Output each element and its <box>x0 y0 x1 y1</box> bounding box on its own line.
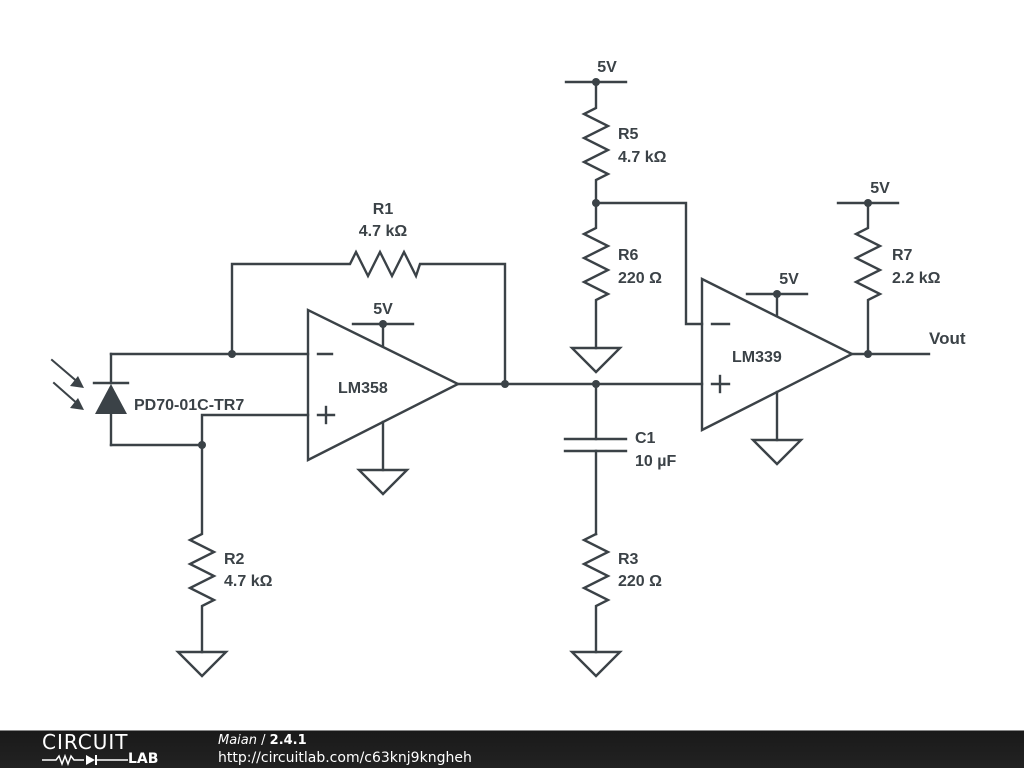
resistor-r7[interactable]: 5V R7 2.2 kΩ <box>836 180 941 356</box>
wire-noninv-lm358 <box>200 413 310 447</box>
r5-supply-label: 5V <box>597 59 617 76</box>
title-separator: / <box>257 733 270 748</box>
r1-name: R1 <box>373 201 394 218</box>
resistor-r2[interactable]: R2 4.7 kΩ <box>187 443 273 654</box>
resistor-r3[interactable]: R3 220 Ω <box>581 532 662 654</box>
c1-value: 10 µF <box>635 453 676 470</box>
r6-name: R6 <box>618 247 639 264</box>
r2-value: 4.7 kΩ <box>224 573 273 590</box>
circuit-url[interactable]: http://circuitlab.com/c63knj9kngheh <box>218 750 472 766</box>
r5-name: R5 <box>618 126 639 143</box>
c1-name: C1 <box>635 430 656 447</box>
footer-bar: CIRCUIT LAB Maian / 2.4.1 http://circuit… <box>0 730 1024 768</box>
ground-icon <box>175 650 229 678</box>
r3-value: 220 Ω <box>618 573 662 590</box>
r7-value: 2.2 kΩ <box>892 270 941 287</box>
noninverting-sign <box>316 405 336 425</box>
circuit-title: Maian / 2.4.1 <box>218 733 307 748</box>
ground-icon <box>569 346 623 374</box>
logo-text-bottom: LAB <box>128 751 159 767</box>
capacitor-c1[interactable]: C1 10 µF <box>563 382 676 536</box>
opamp-lm358[interactable]: LM358 5V <box>306 301 461 496</box>
r5-value: 4.7 kΩ <box>618 149 667 166</box>
supply-label: 5V <box>373 301 393 318</box>
ground-icon <box>356 468 410 496</box>
light-arrows-icon <box>50 358 84 410</box>
comparator-lm339[interactable]: LM339 5V <box>700 271 855 466</box>
r1-value: 4.7 kΩ <box>359 223 408 240</box>
photodiode-label: PD70-01C-TR7 <box>134 397 244 414</box>
r7-name: R7 <box>892 247 913 264</box>
circuitlab-logo[interactable]: CIRCUIT LAB <box>42 732 178 768</box>
junction-dot <box>501 380 509 388</box>
vout-label: Vout <box>929 329 966 348</box>
r7-supply-label: 5V <box>870 180 890 197</box>
r3-name: R3 <box>618 551 639 568</box>
resistor-r5[interactable]: 5V R5 4.7 kΩ <box>564 59 667 205</box>
r2-name: R2 <box>224 551 245 568</box>
resistor-r1[interactable]: R1 4.7 kΩ <box>230 201 507 386</box>
supply-label: 5V <box>779 271 799 288</box>
lm339-label: LM339 <box>732 349 782 366</box>
logo-text-top: CIRCUIT <box>42 730 129 754</box>
noninverting-sign <box>710 374 731 394</box>
lm358-label: LM358 <box>338 380 388 397</box>
circuit-version: 2.4.1 <box>269 733 307 748</box>
wire-divider-inverting <box>594 201 704 326</box>
r6-value: 220 Ω <box>618 270 662 287</box>
resistor-r6[interactable]: R6 220 Ω <box>581 201 662 350</box>
junction-dot <box>864 350 872 358</box>
ground-icon <box>569 650 623 678</box>
circuit-schematic: PD70-01C-TR7 R1 4.7 kΩ R2 4.7 kΩ LM358 5… <box>50 59 966 678</box>
ground-icon <box>750 438 804 466</box>
photodiode-pd70[interactable]: PD70-01C-TR7 <box>50 352 244 447</box>
resistor-diode-icon <box>42 753 128 767</box>
author-name[interactable]: Maian <box>218 733 257 748</box>
